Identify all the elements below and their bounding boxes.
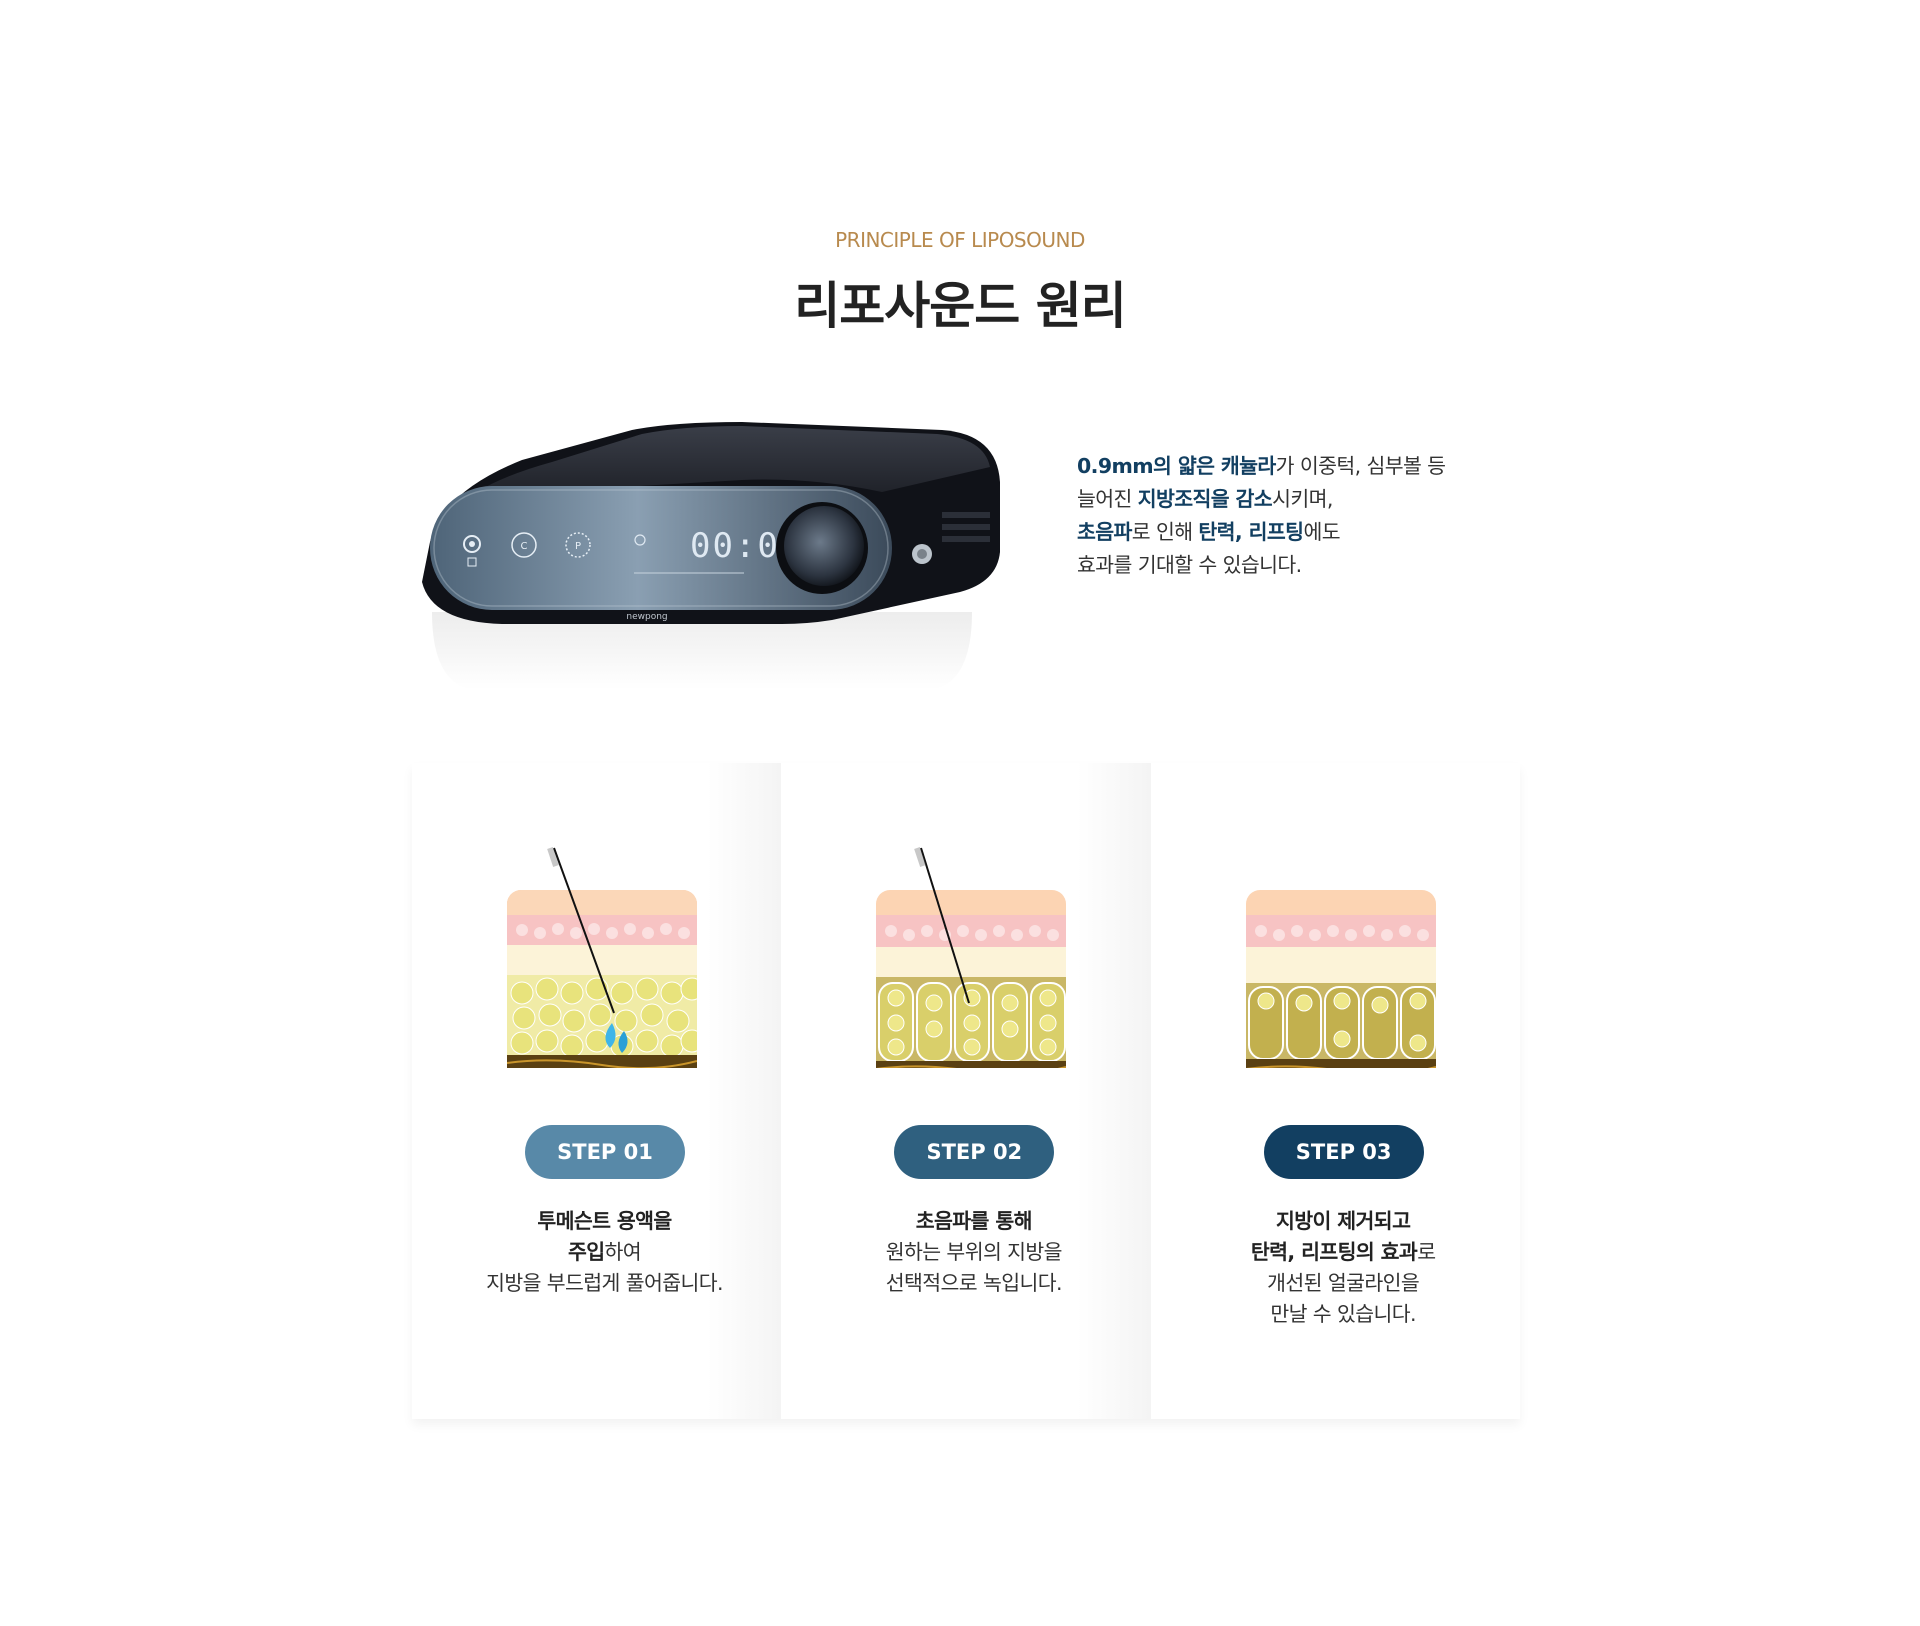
step-desc-line: 지방을 부드럽게 풀어줍니다. [486,1271,723,1295]
steps-panel: STEP 01 투메슨트 용액을 주입하여 지방을 부드럽게 풀어줍니다. [412,763,1520,1419]
intro-text-part: 시키며, [1272,487,1333,511]
step-desc-line: 만날 수 있습니다. [1270,1302,1416,1326]
intro-highlight: 0.9mm의 얇은 캐뉼라 [1077,454,1276,478]
step-badge-2: STEP 02 [894,1125,1055,1179]
intro-text-part: 가 이중턱, 심부볼 등 [1275,454,1446,478]
intro-text-part: 효과를 기대할 수 있습니다. [1077,553,1302,577]
step-description-2: 초음파를 통해 원하는 부위의 지방을 선택적으로 녹입니다. [781,1206,1166,1299]
step-description-1: 투메슨트 용액을 주입하여 지방을 부드럽게 풀어줍니다. [412,1206,797,1299]
step-desc-text: 하여 [604,1240,642,1264]
page-title: 리포사운드 원리 [794,277,1126,335]
skin-injection-illustration [507,847,697,1068]
intro-text-part: 로 인해 [1131,520,1199,544]
intro-text-part: 에도 [1303,520,1340,544]
intro-highlight: 초음파 [1077,520,1132,544]
step-desc-line: 지방이 제거되고 [1275,1209,1411,1233]
intro-line: 0.9mm의 얇은 캐뉼라가 이중턱, 심부볼 등 [1077,450,1497,483]
step-desc-line: 투메슨트 용액을 [537,1209,672,1233]
svg-text:C: C [521,541,528,552]
intro-line: 효과를 기대할 수 있습니다. [1077,549,1497,582]
skin-ultrasound-illustration [876,847,1067,1068]
section-eyebrow: PRINCIPLE OF LIPOSOUND [835,228,1085,252]
step-description-3: 지방이 제거되고 탄력, 리프팅의 효과로 개선된 얼굴라인을 만날 수 있습니… [1151,1206,1536,1330]
intro-line: 늘어진 지방조직을 감소시키며, [1077,483,1497,516]
step-badge-1: STEP 01 [525,1125,685,1179]
skin-result-illustration [1245,890,1436,1068]
step-desc-text: 로 [1417,1240,1436,1264]
device-brand: newpong [626,612,667,622]
step-desc-line: 주입하여 [412,1237,797,1268]
liposound-device-image: C P 00:00 newpong [422,422,1000,690]
intro-line: 초음파로 인해 탄력, 리프팅에도 [1077,516,1497,549]
step-desc-bold: 탄력, 리프팅의 효과 [1250,1240,1418,1264]
step-card-1: STEP 01 투메슨트 용액을 주입하여 지방을 부드럽게 풀어줍니다. [412,763,782,1419]
intro-highlight: 지방조직을 감소 [1137,487,1273,511]
step-card-2: STEP 02 초음파를 통해 원하는 부위의 지방을 선택적으로 녹입니다. [781,763,1151,1419]
step-desc-line: 탄력, 리프팅의 효과로 [1151,1237,1536,1268]
step-desc-bold: 주입 [567,1240,605,1264]
step-card-3: STEP 03 지방이 제거되고 탄력, 리프팅의 효과로 개선된 얼굴라인을 … [1150,763,1520,1419]
intro-text: 0.9mm의 얇은 캐뉼라가 이중턱, 심부볼 등 늘어진 지방조직을 감소시키… [1077,450,1497,582]
step-desc-line: 초음파를 통해 [915,1209,1033,1233]
svg-text:P: P [575,541,581,552]
intro-highlight: 탄력, 리프팅 [1198,520,1304,544]
step-desc-line: 선택적으로 녹입니다. [885,1271,1063,1295]
intro-text-part: 늘어진 [1077,487,1138,511]
step-desc-line: 원하는 부위의 지방을 [885,1240,1063,1264]
step-badge-3: STEP 03 [1263,1125,1424,1179]
step-desc-line: 개선된 얼굴라인을 [1267,1271,1420,1295]
